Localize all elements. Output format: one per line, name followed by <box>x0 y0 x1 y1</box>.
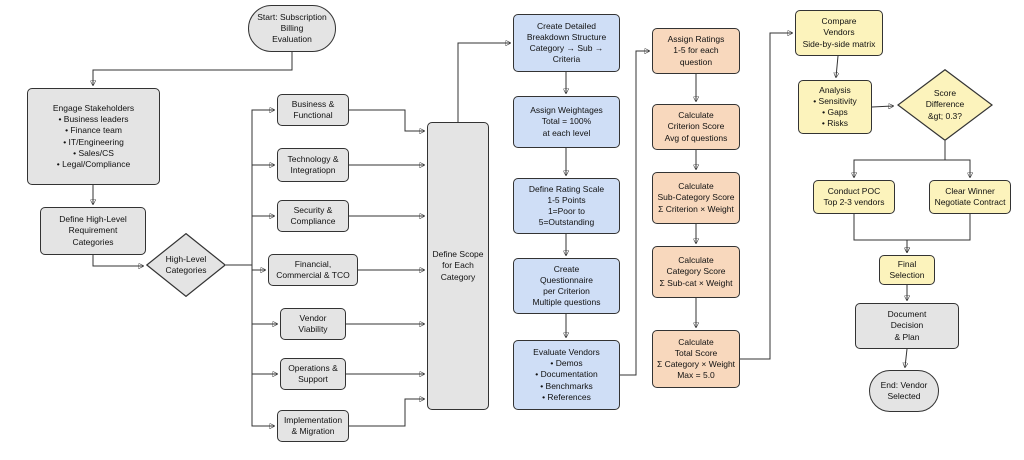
node-category-operations-support: Operations & Support <box>280 358 346 390</box>
node-category-business-functional: Business & Functional <box>277 94 349 126</box>
node-define-scope: Define Scope for Each Category <box>427 122 489 410</box>
edge <box>226 165 274 266</box>
node-label: Final Selection <box>889 258 925 280</box>
diamond-shape <box>146 233 226 297</box>
node-define-requirement-categories: Define High-Level Requirement Categories <box>40 207 146 255</box>
node-label: Security & Compliance <box>290 204 336 226</box>
node-create-breakdown-structure: Create Detailed Breakdown Structure Cate… <box>513 14 620 72</box>
node-label: Assign Weightages Total = 100% at each l… <box>530 105 603 138</box>
node-label: Calculate Sub-Category Score Σ Criterion… <box>657 181 735 214</box>
node-label: Create Questionnaire per Criterion Multi… <box>532 263 601 308</box>
node-label: Define Rating Scale 1-5 Points 1=Poor to… <box>528 183 605 228</box>
node-label: Assign Ratings 1-5 for each question <box>667 34 725 67</box>
node-label: Business & Functional <box>291 98 335 120</box>
node-evaluate-vendors: Evaluate Vendors • Demos • Documentation… <box>513 340 620 410</box>
node-label: Conduct POC Top 2-3 vendors <box>823 185 885 207</box>
node-label: Calculate Total Score Σ Category × Weigh… <box>656 336 736 381</box>
node-label: Start: Subscription Billing Evaluation <box>257 11 327 45</box>
node-category-vendor-viability: Vendor Viability <box>280 308 346 340</box>
node-define-rating-scale: Define Rating Scale 1-5 Points 1=Poor to… <box>513 178 620 234</box>
node-label: End: Vendor Selected <box>880 379 928 401</box>
edge <box>944 141 970 177</box>
node-calc-category-score: Calculate Category Score Σ Sub-cat × Wei… <box>652 246 740 298</box>
node-label: Score Difference &gt; 0.3? <box>925 88 965 121</box>
node-document-decision: Document Decision & Plan <box>855 303 959 349</box>
node-label: Clear Winner Negotiate Contract <box>934 185 1006 207</box>
node-label: Financial, Commercial & TCO <box>276 258 350 280</box>
node-category-technology-integration: Technology & Integratiopn <box>277 148 349 182</box>
edge <box>226 110 274 266</box>
node-end: End: Vendor Selected <box>869 370 939 412</box>
node-label: Compare Vendors Side-by-side matrix <box>802 16 876 49</box>
edge <box>907 214 971 252</box>
node-label: Operations & Support <box>288 362 338 384</box>
edge <box>349 109 424 131</box>
node-label: Analysis • Sensitivity • Gaps • Risks <box>813 84 857 129</box>
edge <box>853 214 907 252</box>
node-compare-vendors: Compare Vendors Side-by-side matrix <box>795 10 883 56</box>
node-assign-weightages: Assign Weightages Total = 100% at each l… <box>513 96 620 148</box>
edge <box>871 106 893 107</box>
node-label: High-Level Categories <box>165 253 207 275</box>
node-label: Create Detailed Breakdown Structure Cate… <box>526 20 607 65</box>
node-engage-stakeholders: Engage Stakeholders • Business leaders •… <box>27 88 160 185</box>
edge <box>349 399 424 427</box>
node-category-financial-tco: Financial, Commercial & TCO <box>268 254 358 286</box>
edge <box>620 51 649 376</box>
node-label: Define High-Level Requirement Categories <box>59 214 127 247</box>
node-clear-winner: Clear Winner Negotiate Contract <box>929 180 1011 214</box>
edge <box>854 141 946 177</box>
node-start: Start: Subscription Billing Evaluation <box>248 5 336 52</box>
node-label: Calculate Category Score Σ Sub-cat × Wei… <box>659 255 733 288</box>
decision-high-level-categories: High-Level Categories <box>146 233 226 297</box>
node-label: Evaluate Vendors • Demos • Documentation… <box>533 347 600 402</box>
edge <box>457 43 510 122</box>
edge <box>226 264 274 426</box>
node-conduct-poc: Conduct POC Top 2-3 vendors <box>813 180 895 214</box>
edge <box>740 33 792 360</box>
node-label: Implementation & Migration <box>283 414 343 436</box>
node-category-implementation-migration: Implementation & Migration <box>277 410 349 442</box>
diamond-shape <box>897 69 993 141</box>
node-calc-total-score: Calculate Total Score Σ Category × Weigh… <box>652 330 740 388</box>
node-label: Engage Stakeholders • Business leaders •… <box>52 103 135 169</box>
edge <box>836 55 838 77</box>
edge <box>226 216 274 266</box>
node-create-questionnaire: Create Questionnaire per Criterion Multi… <box>513 258 620 314</box>
node-label: Calculate Criterion Score Avg of questio… <box>664 110 728 143</box>
edge <box>92 255 143 266</box>
edge <box>93 52 293 85</box>
node-final-selection: Final Selection <box>879 255 935 285</box>
node-category-security-compliance: Security & Compliance <box>277 200 349 232</box>
node-label: Technology & Integratiopn <box>287 153 339 175</box>
node-label: Document Decision & Plan <box>887 309 927 342</box>
node-calc-subcategory-score: Calculate Sub-Category Score Σ Criterion… <box>652 172 740 224</box>
node-label: Vendor Viability <box>298 312 328 334</box>
node-calc-criterion-score: Calculate Criterion Score Avg of questio… <box>652 104 740 150</box>
edge <box>905 348 907 367</box>
node-assign-ratings: Assign Ratings 1-5 for each question <box>652 28 740 74</box>
decision-score-difference: Score Difference &gt; 0.3? <box>897 69 993 141</box>
edge <box>226 264 265 270</box>
node-label: Define Scope for Each Category <box>432 249 484 282</box>
node-analysis: Analysis • Sensitivity • Gaps • Risks <box>798 80 872 134</box>
